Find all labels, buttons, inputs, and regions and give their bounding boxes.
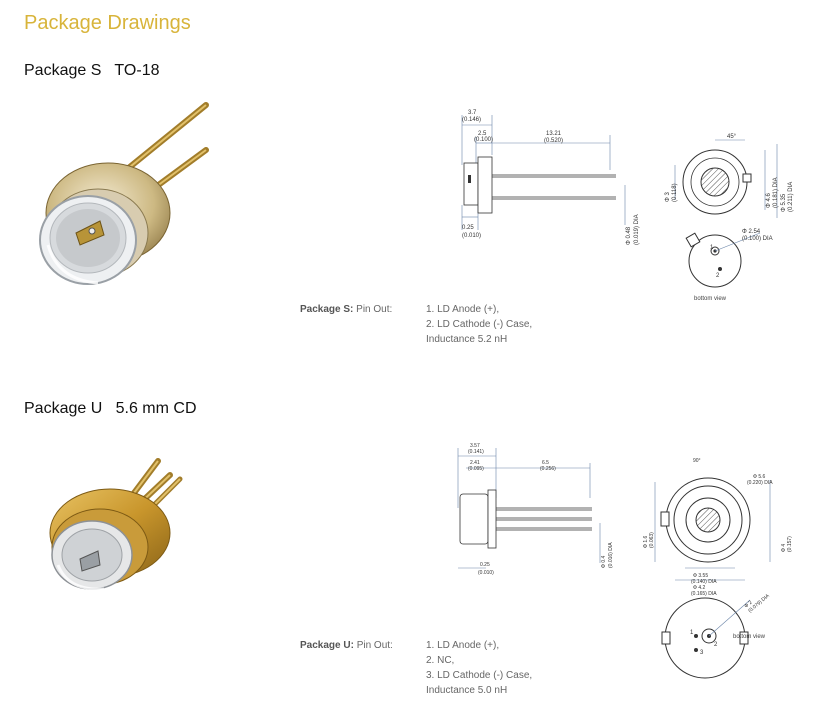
- package-s-pinout-label-bold: Package S:: [300, 304, 354, 315]
- svg-text:0.25: 0.25: [480, 562, 490, 568]
- svg-text:Φ 1.6: Φ 1.6: [643, 535, 649, 548]
- svg-text:(0.095): (0.095): [468, 466, 484, 472]
- package-s-end-drawing: 45° Φ 3 (0.118) Φ 4.6 (0.181) DIA Φ 5.35…: [665, 134, 794, 218]
- package-s-pinout: Package S: Pin Out: 1. LD Anode (+), 2. …: [300, 302, 560, 348]
- svg-text:Φ 0.4: Φ 0.4: [601, 555, 607, 568]
- svg-text:(0.181) DIA: (0.181) DIA: [773, 177, 779, 208]
- svg-text:(0.063): (0.063): [649, 532, 655, 548]
- package-u-end-drawing: 90° Φ 5.6 (0.220) DIA Φ 3.55 (0.140) DIA…: [643, 458, 793, 597]
- svg-text:(0.211) DIA: (0.211) DIA: [788, 182, 794, 212]
- svg-text:(0.141): (0.141): [468, 449, 484, 455]
- svg-text:2: 2: [714, 642, 718, 648]
- svg-text:Φ 0.48: Φ 0.48: [626, 226, 632, 245]
- package-u-bottom-view-label: bottom view: [733, 634, 766, 640]
- svg-text:(0.140) DIA: (0.140) DIA: [691, 579, 717, 585]
- svg-text:3.57: 3.57: [470, 443, 480, 449]
- package-s-pin-line: Inductance 5.2 nH: [426, 334, 508, 345]
- svg-text:(0.118): (0.118): [672, 183, 678, 202]
- package-u-pin-line: 1. LD Anode (+),: [426, 640, 500, 651]
- svg-text:(0.256): (0.256): [540, 466, 556, 472]
- svg-text:(0.019) DIA: (0.019) DIA: [634, 214, 640, 245]
- package-s-photo: [39, 102, 209, 285]
- svg-text:(0.520): (0.520): [544, 138, 563, 144]
- package-s-bottom-drawing: 1 2 Φ 2.54 (0.100) DIA: [685, 229, 773, 288]
- svg-text:Φ 3.55: Φ 3.55: [693, 573, 708, 579]
- svg-text:Φ 4.2: Φ 4.2: [693, 585, 706, 591]
- svg-text:(0.157): (0.157): [787, 536, 793, 552]
- package-u-bottom-drawing: 1 2 3 Φ 2 (0.079) DIA: [661, 593, 771, 679]
- svg-text:2.5: 2.5: [478, 131, 487, 137]
- svg-text:1: 1: [690, 630, 694, 636]
- svg-text:3: 3: [700, 650, 704, 656]
- svg-text:(0.010): (0.010): [462, 233, 481, 239]
- package-u-photo: [49, 458, 183, 591]
- package-u-pinout-label-bold: Package U:: [300, 640, 354, 651]
- package-u-pin-line: 2. NC,: [426, 655, 455, 666]
- svg-text:Φ 3: Φ 3: [665, 192, 671, 202]
- svg-text:3.7: 3.7: [468, 110, 477, 116]
- package-s-pinout-label-rest: Pin Out:: [353, 304, 393, 315]
- svg-text:(0.220) DIA: (0.220) DIA: [747, 480, 773, 486]
- package-u-side-drawing: 3.57 (0.141) 2.41 (0.095) 6.5 (0.256) 0.…: [457, 443, 614, 576]
- svg-text:(0.100) DIA: (0.100) DIA: [742, 236, 773, 242]
- svg-text:Φ 2.54: Φ 2.54: [742, 229, 761, 235]
- svg-text:90°: 90°: [693, 458, 701, 464]
- page-title: Package Drawings: [24, 12, 191, 34]
- package-u-heading: Package U 5.6 mm CD: [24, 400, 197, 417]
- package-s-bottom-view-label: bottom view: [694, 296, 727, 302]
- svg-text:Φ 5.6: Φ 5.6: [753, 474, 766, 480]
- package-u-pin-line: Inductance 5.0 nH: [426, 685, 508, 696]
- svg-text:Φ 4: Φ 4: [781, 544, 787, 552]
- package-s-side-drawing: 3.7 (0.146) 2.5 (0.100) 13.21 (0.520) 0.…: [461, 110, 640, 245]
- svg-text:6.5: 6.5: [542, 460, 549, 466]
- package-s-pin-line: 1. LD Anode (+),: [426, 304, 500, 315]
- svg-text:Φ 4.6: Φ 4.6: [766, 193, 772, 208]
- svg-text:(0.010): (0.010): [478, 570, 494, 576]
- svg-text:45°: 45°: [727, 134, 737, 140]
- package-u-pinout-label-rest: Pin Out:: [353, 640, 393, 651]
- package-s-heading: Package S TO-18: [24, 62, 160, 79]
- svg-text:2: 2: [716, 273, 720, 279]
- package-u-pin-line: 3. LD Cathode (-) Case,: [426, 670, 533, 681]
- svg-text:Φ 5.35: Φ 5.35: [781, 193, 787, 212]
- svg-text:Φ 2: Φ 2: [743, 600, 753, 610]
- svg-text:(0.165) DIA: (0.165) DIA: [691, 591, 717, 597]
- svg-text:1: 1: [710, 245, 714, 251]
- svg-text:(0.016) DIA: (0.016) DIA: [608, 542, 614, 568]
- svg-text:13.21: 13.21: [546, 131, 562, 137]
- package-s-pin-line: 2. LD Cathode (-) Case,: [426, 319, 533, 330]
- package-u-pinout: Package U: Pin Out: 1. LD Anode (+), 2. …: [300, 638, 560, 700]
- svg-text:(0.146): (0.146): [462, 117, 481, 123]
- svg-text:0.25: 0.25: [462, 225, 474, 231]
- svg-text:2.41: 2.41: [470, 460, 480, 466]
- svg-text:(0.100): (0.100): [474, 137, 493, 143]
